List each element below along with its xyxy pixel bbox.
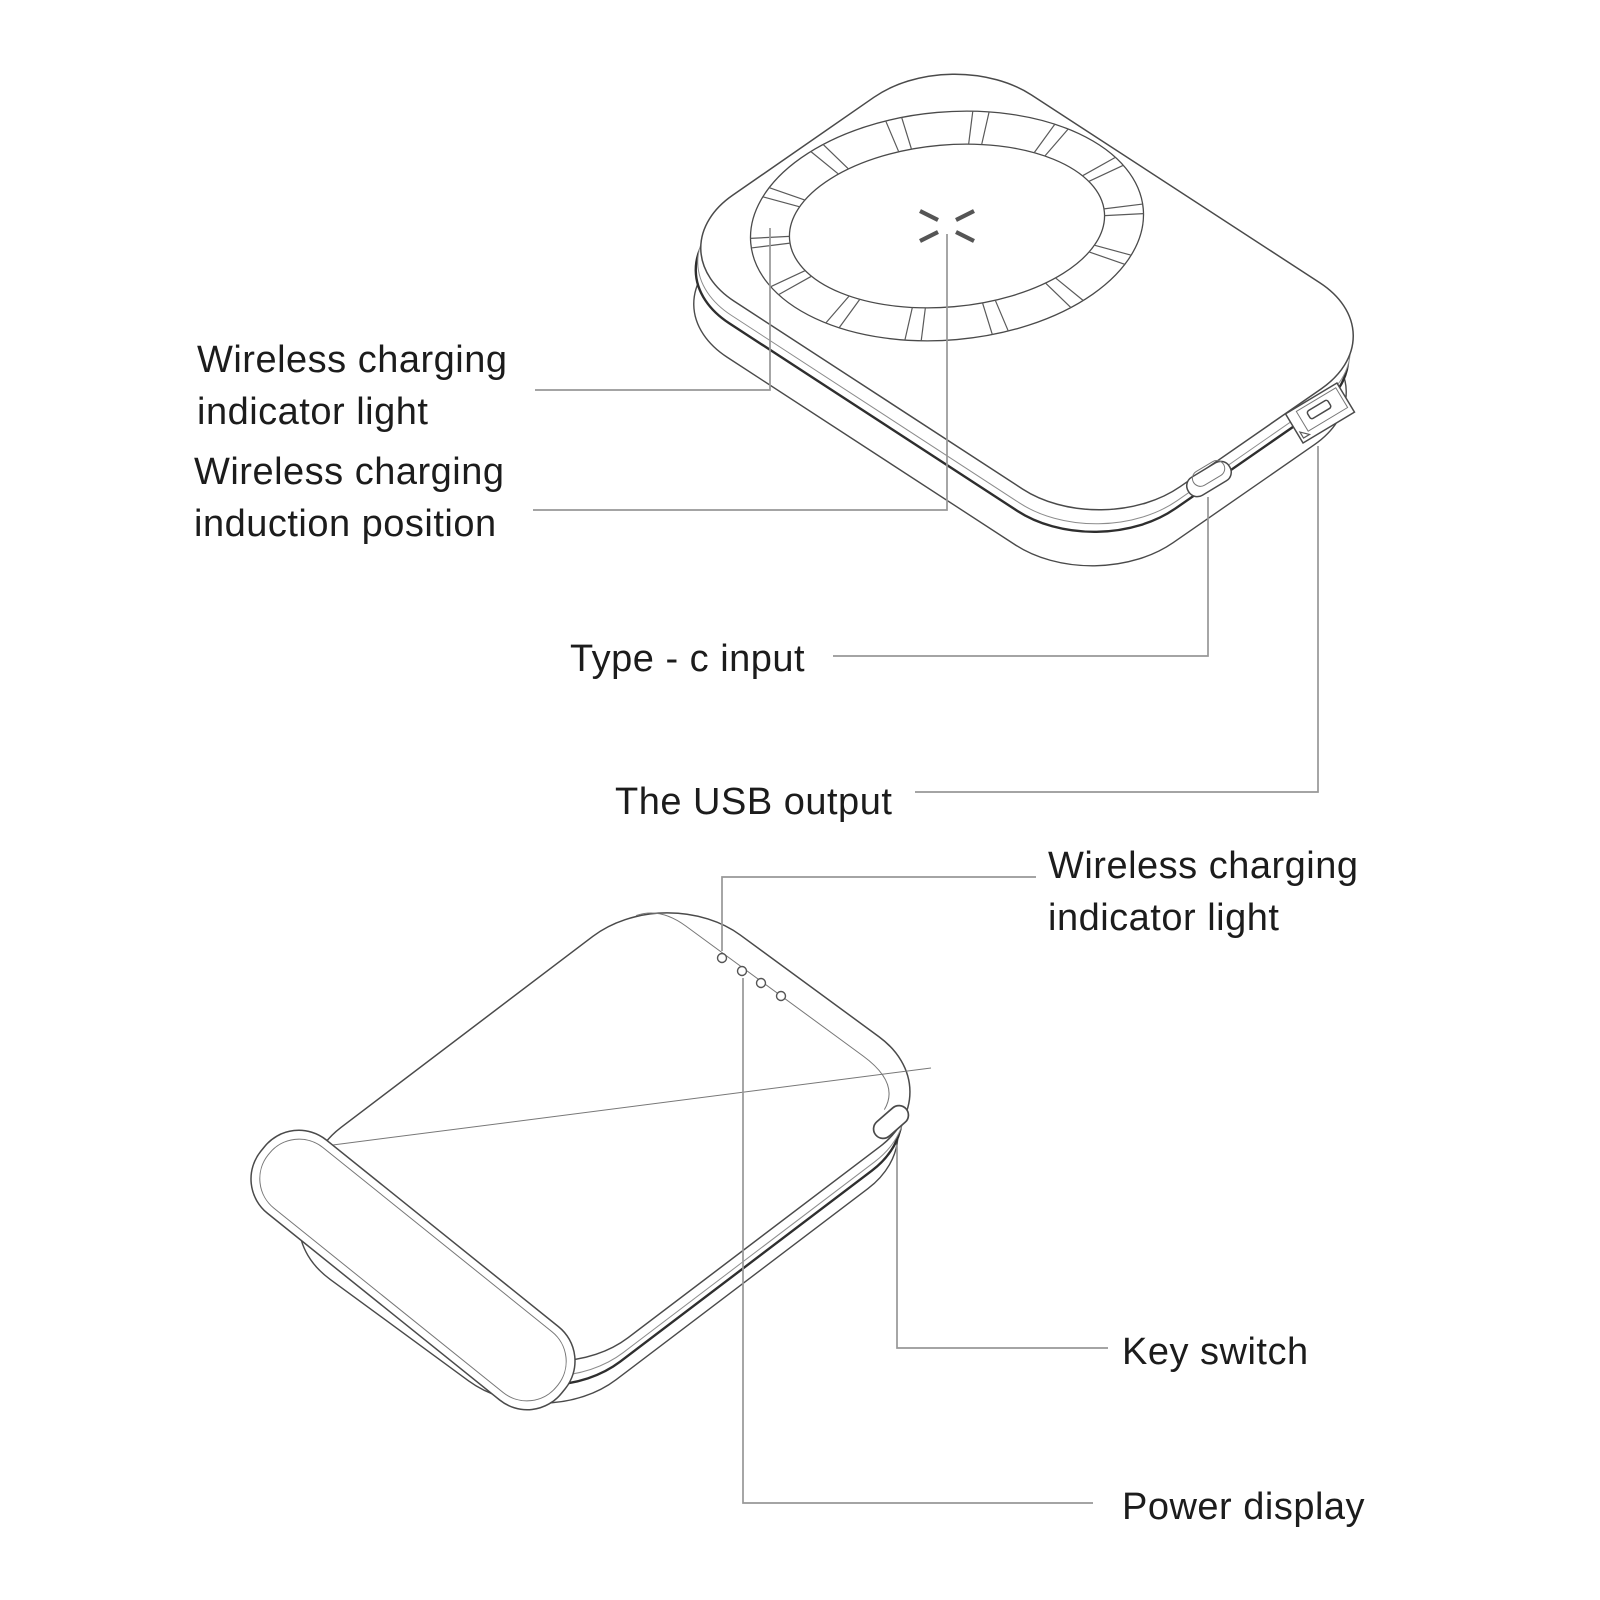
label-line: indicator light bbox=[197, 391, 429, 433]
ring-segment-divider bbox=[968, 111, 974, 145]
leader-indicator-bottom bbox=[721, 876, 1036, 951]
ring-segment-divider bbox=[1055, 277, 1084, 301]
leader-typec bbox=[833, 497, 1209, 657]
bottom-device-back-face bbox=[268, 881, 953, 1394]
ring-segment-divider bbox=[981, 111, 990, 145]
top-edge-bevel-line bbox=[628, 902, 910, 1109]
label-line: indicator light bbox=[1048, 897, 1280, 939]
label-line: The USB output bbox=[615, 781, 893, 823]
ring-segment-divider bbox=[920, 307, 926, 341]
label-power-display: Power display bbox=[1122, 1481, 1365, 1533]
leader-key-switch bbox=[896, 1145, 1108, 1349]
label-usb-output: The USB output bbox=[615, 776, 892, 828]
label-wireless-indicator-bottom: Wireless charging indicator light bbox=[1048, 840, 1359, 944]
ring-segment-divider bbox=[762, 196, 800, 208]
label-line: induction position bbox=[194, 503, 497, 545]
ring-segment-divider bbox=[1104, 213, 1144, 217]
label-line: Power display bbox=[1122, 1486, 1366, 1528]
leader-power-display bbox=[742, 978, 1093, 1504]
ring-segment-divider bbox=[1088, 164, 1124, 183]
bottom-view-device bbox=[233, 881, 953, 1436]
bottom-label-window bbox=[233, 1112, 593, 1427]
top-view-device bbox=[648, 43, 1400, 597]
ring-segment-divider bbox=[1088, 251, 1125, 265]
ring-segment-divider bbox=[1103, 203, 1143, 210]
ring-segment-divider bbox=[885, 120, 900, 153]
label-line: Wireless charging bbox=[194, 451, 505, 493]
ring-segment-divider bbox=[901, 117, 913, 150]
leader-induction bbox=[533, 234, 948, 511]
ring-segment-divider bbox=[994, 299, 1009, 332]
top-device-top-face bbox=[655, 43, 1400, 541]
label-induction-position: Wireless charging induction position bbox=[194, 446, 505, 550]
label-line: Type - c input bbox=[570, 638, 806, 680]
indicator-led-dots bbox=[716, 952, 787, 1002]
ring-segment-divider bbox=[822, 144, 849, 170]
ring-segment-divider bbox=[770, 269, 806, 288]
label-type-c-input: Type - c input bbox=[570, 633, 805, 685]
ring-segment-divider bbox=[1082, 156, 1116, 177]
label-line: Wireless charging bbox=[1048, 845, 1359, 887]
wireless-charging-ring bbox=[749, 110, 1145, 342]
ring-segment-divider bbox=[1094, 244, 1132, 256]
ring-segment-divider bbox=[904, 307, 913, 341]
ring-segment-divider bbox=[778, 275, 812, 296]
key-switch-button bbox=[870, 1102, 913, 1143]
back-face-crease-line bbox=[324, 1067, 932, 1147]
ring-segment-divider bbox=[981, 302, 993, 335]
label-wireless-indicator-top: Wireless charging indicator light bbox=[197, 334, 508, 438]
usb-port bbox=[1286, 383, 1355, 443]
ring-segment-divider bbox=[1045, 282, 1072, 308]
ring-segment-divider bbox=[1033, 123, 1056, 154]
leader-usb bbox=[915, 446, 1319, 793]
ring-segment-divider bbox=[769, 187, 806, 201]
type-c-port bbox=[1182, 455, 1235, 500]
label-line: Key switch bbox=[1122, 1331, 1309, 1373]
ring-segment-divider bbox=[825, 295, 850, 324]
label-key-switch: Key switch bbox=[1122, 1326, 1309, 1378]
ring-segment-divider bbox=[838, 298, 861, 329]
ring-segment-divider bbox=[810, 151, 839, 175]
charging-position-cross-icon bbox=[919, 209, 975, 243]
ring-segment-divider bbox=[1044, 128, 1069, 157]
leader-indicator-top bbox=[535, 228, 771, 391]
label-line: Wireless charging bbox=[197, 339, 508, 381]
leader-lines bbox=[533, 228, 1319, 1504]
ring-spokes bbox=[750, 111, 1144, 341]
